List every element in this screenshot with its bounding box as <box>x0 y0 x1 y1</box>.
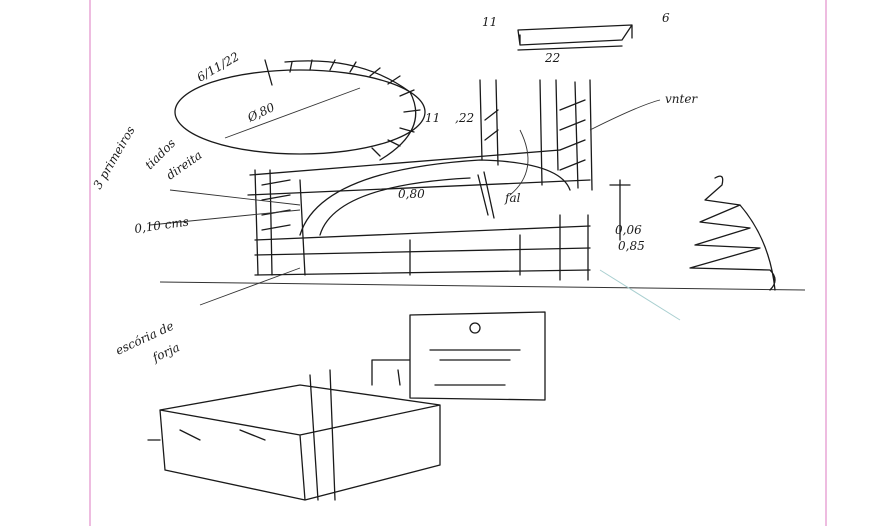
oven-front-elevation <box>371 311 546 401</box>
brick-section-dim-2: ,22 <box>455 111 474 125</box>
date-label: 6/11/22 <box>195 49 242 84</box>
slab-thickness-label: 0,06 <box>615 223 642 237</box>
chimney-label: vnter <box>665 92 698 106</box>
fire-label: fal <box>504 191 521 205</box>
diameter-label: Ø,80 <box>244 100 277 125</box>
brick-length-label: 22 <box>544 51 560 65</box>
oven-plan-view <box>174 59 426 161</box>
brick-height-label: 6 <box>662 11 670 25</box>
insulation-note-2: forja <box>149 340 181 365</box>
tree-sketch <box>689 175 776 291</box>
brick-width-label: 11 <box>482 15 497 29</box>
brick-detail <box>517 24 633 51</box>
base-height-label: 0,85 <box>618 239 645 253</box>
note-line-1: 3 primeiros <box>90 124 137 192</box>
wall-thickness-label: 0,10 cms <box>133 214 189 235</box>
brick-section-dim-1: 11 <box>425 111 440 125</box>
dome-height-label: 0,80 <box>398 187 425 201</box>
oven-section-view <box>149 79 806 321</box>
house-perspective <box>147 369 441 501</box>
